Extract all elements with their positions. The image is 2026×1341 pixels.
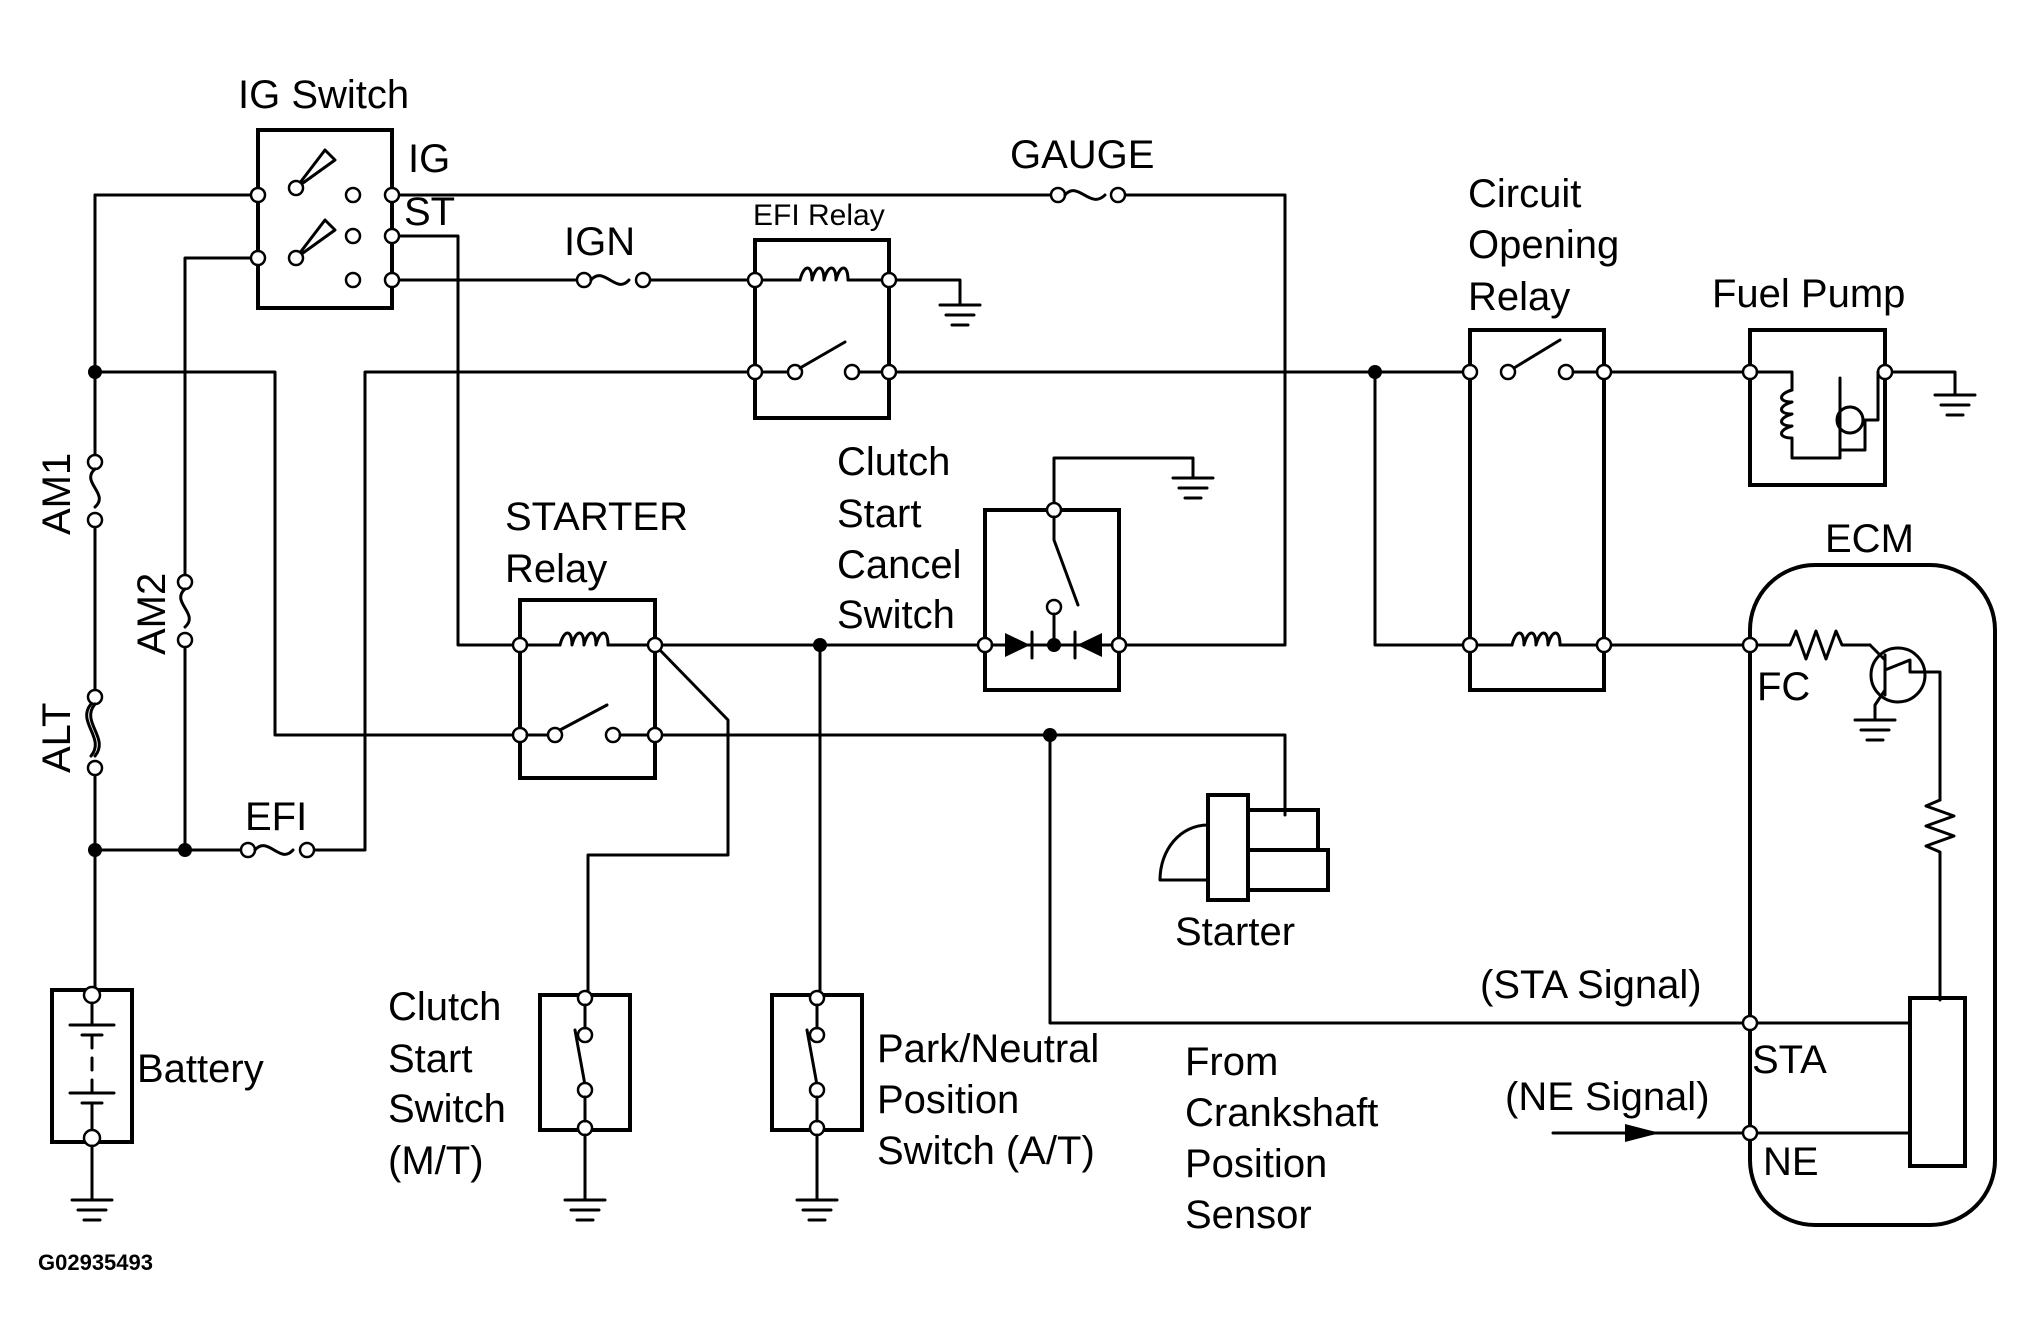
label-ig: IG xyxy=(408,137,450,181)
ground-icon xyxy=(563,1198,607,1222)
efi-relay xyxy=(746,238,898,420)
label-circuit-opening-relay-3: Relay xyxy=(1468,275,1570,319)
label-clutch-start-cancel-4: Switch xyxy=(837,593,955,637)
figure-id: G02935493 xyxy=(38,1250,153,1275)
label-fc: FC xyxy=(1757,665,1810,709)
starter-relay xyxy=(511,598,664,780)
labels: IG Switch IG ST GAUGE IGN EFI Relay Circ… xyxy=(35,73,1914,1275)
label-crankshaft-3: Position xyxy=(1185,1142,1327,1186)
fuse-ign xyxy=(575,271,652,289)
starter-motor xyxy=(1158,793,1330,902)
label-park-neutral-2: Position xyxy=(877,1078,1019,1122)
label-efi: EFI xyxy=(245,795,307,839)
label-clutch-start-switch-2: Start xyxy=(388,1037,472,1081)
ground-symbols xyxy=(70,303,1977,1222)
label-am1: AM1 xyxy=(35,453,79,535)
label-park-neutral-1: Park/Neutral xyxy=(877,1027,1099,1071)
junction-dots xyxy=(88,365,1382,857)
fuse-gauge xyxy=(1049,186,1127,204)
label-ecm: ECM xyxy=(1825,517,1914,561)
label-circuit-opening-relay-1: Circuit xyxy=(1468,172,1581,216)
label-starter-relay-1: STARTER xyxy=(505,495,688,539)
label-circuit-opening-relay-2: Opening xyxy=(1468,223,1619,267)
label-ign: IGN xyxy=(564,220,635,264)
label-crankshaft-1: From xyxy=(1185,1040,1278,1084)
label-sta: STA xyxy=(1752,1038,1827,1082)
label-gauge: GAUGE xyxy=(1010,133,1154,177)
battery xyxy=(50,985,134,1202)
label-crankshaft-4: Sensor xyxy=(1185,1193,1312,1237)
label-st: ST xyxy=(404,190,455,234)
label-starter-relay-2: Relay xyxy=(505,547,607,591)
clutch-start-cancel-switch xyxy=(976,501,1128,692)
wiring xyxy=(93,193,1957,1135)
label-clutch-start-switch-3: Switch xyxy=(388,1087,506,1131)
label-starter: Starter xyxy=(1175,910,1295,954)
ground-icon xyxy=(1933,393,1977,417)
ground-icon xyxy=(795,1198,839,1222)
label-clutch-start-cancel-3: Cancel xyxy=(837,543,962,587)
label-alt: ALT xyxy=(35,703,79,773)
circuit-opening-relay xyxy=(1461,328,1613,692)
ig-switch xyxy=(249,128,401,310)
label-efi-relay: EFI Relay xyxy=(753,199,885,232)
label-fuel-pump: Fuel Pump xyxy=(1712,272,1905,316)
label-am2: AM2 xyxy=(130,573,174,655)
label-park-neutral-3: Switch (A/T) xyxy=(877,1129,1095,1173)
label-clutch-start-switch-1: Clutch xyxy=(388,985,501,1029)
park-neutral-switch xyxy=(770,989,864,1202)
fuse-am1 xyxy=(86,453,104,529)
label-ne-signal: (NE Signal) xyxy=(1505,1075,1710,1119)
clutch-start-switch xyxy=(538,989,632,1202)
label-clutch-start-cancel-1: Clutch xyxy=(837,440,950,484)
fuse-alt xyxy=(85,688,104,777)
fuse-efi xyxy=(239,841,316,859)
label-battery: Battery xyxy=(137,1047,264,1091)
fuse-am2 xyxy=(176,573,194,649)
ground-icon xyxy=(70,1198,114,1222)
ground-icon xyxy=(1853,718,1897,742)
label-ig-switch: IG Switch xyxy=(238,73,409,117)
ground-icon xyxy=(938,303,982,327)
label-clutch-start-cancel-2: Start xyxy=(837,492,921,536)
label-sta-signal: (STA Signal) xyxy=(1480,963,1702,1007)
label-clutch-start-switch-4: (M/T) xyxy=(388,1139,484,1183)
label-crankshaft-2: Crankshaft xyxy=(1185,1091,1378,1135)
ecm xyxy=(1625,563,1997,1227)
label-ne: NE xyxy=(1763,1140,1819,1184)
fuel-pump xyxy=(1741,328,1894,487)
ground-icon xyxy=(1171,476,1215,500)
